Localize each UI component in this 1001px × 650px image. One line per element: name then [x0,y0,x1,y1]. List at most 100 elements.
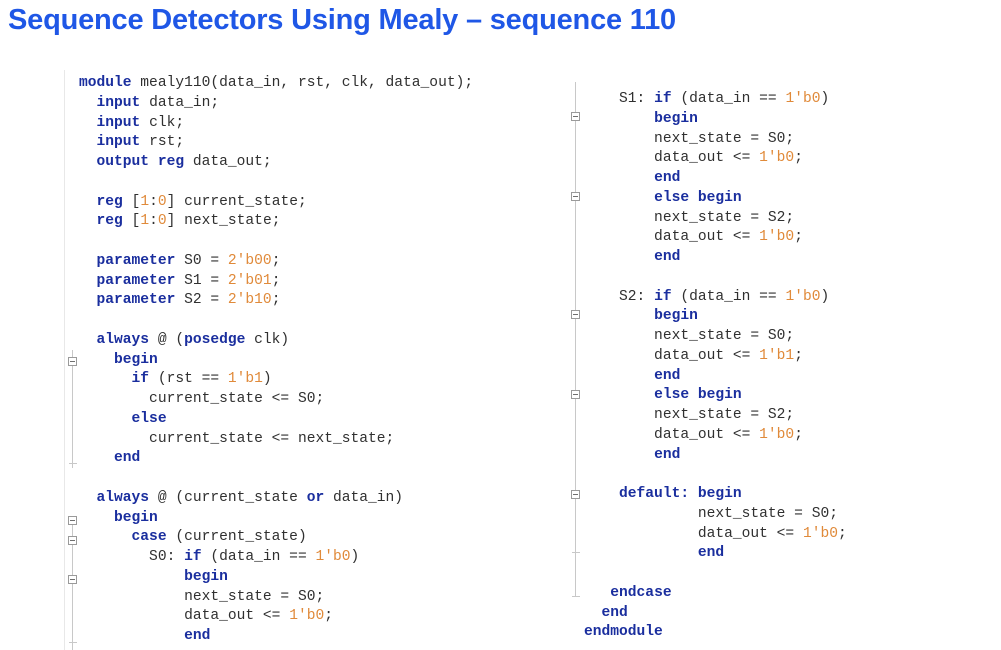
code-keyword: if [131,371,150,388]
code-line: end [584,446,847,466]
fold-collapse-icon[interactable] [68,516,77,525]
code-keyword: always [96,331,150,348]
code-text [584,447,654,463]
code-keyword: reg [96,213,123,230]
code-line: next_state = S2; [584,209,847,229]
code-text [79,273,97,289]
code-text: (current_state) [166,529,307,546]
code-text [79,352,114,368]
code-literal: 1'b0 [289,608,325,625]
code-text: ) [262,371,272,388]
code-literal: 1 [140,193,150,210]
code-line: current_state <= S0; [79,390,473,410]
fold-guide-line [72,350,73,468]
fold-end-mark [69,463,77,464]
code-text [79,213,97,229]
code-text: (data_in == [671,288,786,305]
code-text: S2 = [175,292,228,309]
code-text: data_out <= [584,347,760,364]
code-text: S2: [584,288,655,305]
code-keyword: begin [184,568,228,585]
fold-end-mark [572,552,580,553]
code-line: begin [79,509,473,529]
fold-collapse-icon[interactable] [571,490,580,499]
code-text [79,115,97,131]
code-keyword: end [114,450,141,467]
code-line: end [79,449,473,469]
code-text: next_state = S0; [584,328,795,344]
code-text: next_state = S0; [584,130,795,147]
code-text: ) [820,91,830,107]
code-text [79,371,132,387]
code-literal: 2'b00 [227,252,272,269]
code-line: always @ (current_state or data_in) [79,489,473,509]
code-line: reg [1:0] current_state; [79,193,473,213]
fold-collapse-icon[interactable] [571,310,580,319]
code-line: case (current_state) [79,528,473,548]
code-line: current_state <= next_state; [79,430,473,450]
code-literal: 2'b10 [227,292,272,309]
slide-title: Sequence Detectors Using Mealy – sequenc… [8,4,676,36]
code-text: ; [271,292,281,309]
code-line: begin [79,351,473,371]
code-keyword: parameter [96,292,176,309]
code-keyword: end [654,249,681,265]
code-keyword: else begin [654,387,742,404]
code-text: ; [794,150,803,167]
code-text [584,605,602,621]
code-text: next_state = S2; [584,407,795,423]
code-keyword: input [96,134,141,151]
code-keyword: endcase [610,584,672,601]
code-text [689,486,698,502]
code-text: data_out <= [584,150,760,167]
code-line [584,268,847,288]
fold-collapse-icon[interactable] [571,390,580,399]
code-text: rst; [140,134,185,151]
code-line: end [584,544,847,564]
code-line [79,311,473,331]
code-keyword: end [697,545,725,562]
code-text: current_state <= S0; [79,391,325,407]
code-line: end [79,627,473,647]
code-line: else begin [584,386,847,406]
code-line: S0: if (data_in == 1'b0) [79,548,473,568]
code-text: [ [122,193,141,210]
fold-collapse-icon[interactable] [68,536,77,545]
code-keyword: end [654,170,681,186]
code-text: S1 = [175,272,228,289]
code-keyword: parameter [96,272,176,289]
code-text: ; [271,272,281,289]
code-line: next_state = S0; [584,327,847,347]
fold-end-mark [572,596,580,597]
code-text: data_out <= [79,608,290,625]
fold-collapse-icon[interactable] [571,192,580,201]
code-text: next_state = S0; [584,505,838,522]
fold-collapse-icon[interactable] [68,357,77,366]
code-literal: 0 [157,213,167,230]
code-literal: 1'b1 [227,371,263,388]
code-line: begin [584,307,847,327]
code-text: (rst == [149,371,228,388]
fold-collapse-icon[interactable] [68,575,77,584]
code-line: input clk; [79,114,473,134]
code-line: input rst; [79,133,473,153]
code-line: data_out <= 1'b0; [584,149,847,169]
fold-guide-line [575,82,576,597]
fold-end-mark [69,642,77,643]
code-text [584,190,654,206]
code-keyword: end [654,446,681,463]
code-text: (data_in == [201,549,316,565]
code-text: current_state <= next_state; [79,430,395,447]
code-line: data_out <= 1'b0; [584,426,847,446]
code-text: data_in; [140,94,220,111]
code-keyword: input [96,94,141,111]
fold-collapse-icon[interactable] [571,112,580,121]
code-text: : [149,213,158,230]
code-line: data_out <= 1'b0; [584,228,847,248]
code-line [79,173,473,193]
code-text [79,292,97,308]
code-text [79,569,184,585]
code-line [79,469,473,489]
code-line: input data_in; [79,94,473,114]
code-text: next_state = S2; [584,209,795,226]
